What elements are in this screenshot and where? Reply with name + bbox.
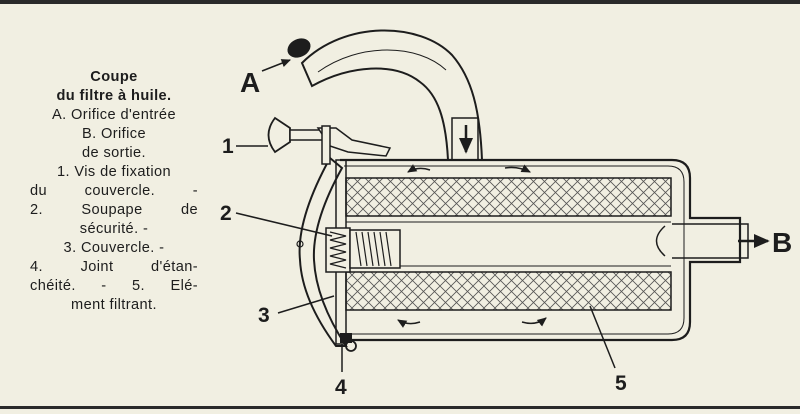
caption-line: 3. Couvercle. - (63, 240, 165, 256)
caption-title-line2: du filtre à huile. (56, 88, 172, 104)
outlet-pipe (655, 223, 770, 259)
label-part-3: 3 (258, 304, 270, 327)
caption-line: 2. Soupape de (30, 202, 198, 218)
label-outlet: B (772, 227, 792, 258)
top-border (0, 0, 800, 4)
filter-element (345, 177, 672, 311)
fixing-screw (267, 116, 392, 165)
seal (340, 333, 357, 352)
caption-line: ment filtrant. (71, 297, 157, 313)
label-part-5: 5 (615, 372, 627, 395)
label-part-1: 1 (222, 135, 234, 158)
caption-line: B. Orifice (81, 126, 146, 142)
label-part-2: 2 (220, 202, 232, 225)
inlet-opening (287, 38, 311, 58)
caption-line: A. Orifice d'entrée (52, 107, 176, 123)
flow-arrows (397, 164, 547, 328)
caption-line: 1. Vis de fixation (56, 164, 172, 180)
caption-line: sécurité. - (79, 221, 149, 237)
diagram-caption: Coupe du filtre à huile. A. Orifice d'en… (30, 68, 198, 315)
caption-line: 4. Joint d'étan- (30, 259, 198, 275)
label-inlet: A (240, 67, 260, 98)
label-part-4: 4 (335, 376, 347, 399)
caption-line: du couvercle. - (30, 183, 198, 199)
caption-title-line1: Coupe (90, 69, 138, 85)
leader-lines (235, 59, 616, 372)
bottom-border (0, 406, 800, 409)
caption-line: de sortie. (81, 145, 147, 161)
safety-valve (325, 227, 401, 273)
caption-line: chéité. - 5. Elé- (30, 278, 198, 294)
